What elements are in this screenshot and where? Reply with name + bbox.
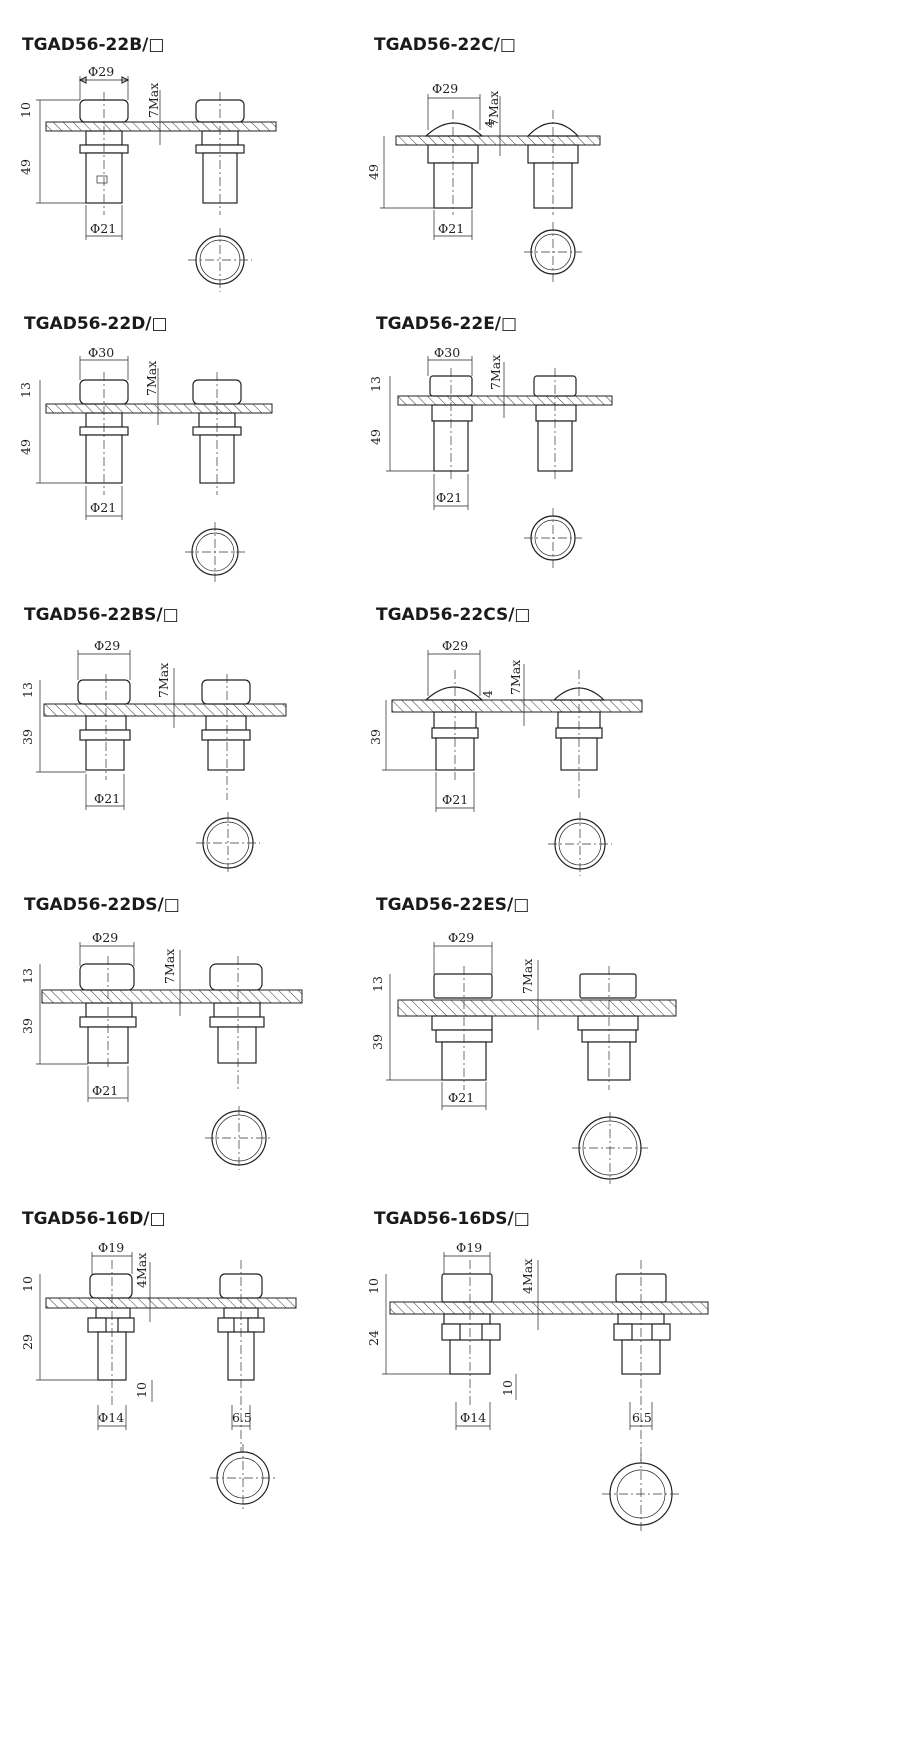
base-diameter-label: Φ21 — [90, 221, 116, 236]
body-height-label: 39 — [20, 1018, 35, 1034]
drawing-22c: TGAD56-22C/□ Φ29 49 4 7Max Φ21 — [366, 0, 900, 320]
base-diameter-label: Φ21 — [442, 792, 468, 807]
drawing-22es: TGAD56-22ES/□ Φ29 13 39 7Max Φ21 — [370, 895, 900, 1260]
panel-thickness-label: 4Max — [134, 1253, 149, 1288]
drawing-16d: TGAD56-16D/□ Φ19 10 29 4Max 10 Φ14 6.5 — [0, 1209, 420, 1763]
head-height-label: 13 — [368, 376, 383, 392]
body-height-label: 39 — [370, 1034, 385, 1050]
panel-thickness-label: 7Max — [144, 361, 159, 396]
panel-thickness-label: 7Max — [146, 83, 161, 118]
model-title: TGAD56-22B/□ — [22, 35, 164, 55]
model-title: TGAD56-22D/□ — [24, 314, 168, 334]
model-title: TGAD56-22CS/□ — [376, 605, 531, 625]
head-height-label: 13 — [20, 682, 35, 698]
head-height-label: 10 — [18, 102, 33, 118]
head-diameter-label: Φ30 — [88, 345, 114, 360]
model-title: TGAD56-16D/□ — [22, 1209, 166, 1229]
head-height-label: 4 — [480, 690, 495, 698]
head-diameter-label: Φ29 — [88, 64, 114, 79]
terminal-width-label: 6.5 — [232, 1410, 252, 1425]
head-height-label: 13 — [18, 382, 33, 398]
panel-thickness-label: 7Max — [486, 91, 501, 126]
drawing-22bs: TGAD56-22BS/□ Φ29 13 39 7Max Φ21 — [0, 600, 420, 930]
head-height-label: 13 — [370, 976, 385, 992]
panel-thickness-label: 4Max — [520, 1259, 535, 1294]
model-title: TGAD56-22BS/□ — [24, 605, 179, 625]
head-diameter-label: Φ29 — [92, 930, 118, 945]
head-diameter-label: Φ29 — [94, 638, 120, 653]
model-title: TGAD56-22C/□ — [374, 35, 516, 55]
drawing-22d: TGAD56-22D/□ Φ30 13 49 7Max Φ21 — [0, 300, 420, 600]
head-diameter-label: Φ19 — [98, 1240, 124, 1255]
head-height-label: 13 — [20, 968, 35, 984]
model-title: TGAD56-16DS/□ — [374, 1209, 530, 1229]
base-diameter-label: Φ14 — [98, 1410, 124, 1425]
drawing-22e: TGAD56-22E/□ Φ30 13 49 7Max Φ21 — [368, 300, 900, 600]
panel-thickness-label: 7Max — [488, 355, 503, 390]
drawing-22cs: TGAD56-22CS/□ Φ29 39 4 7Max Φ21 — [368, 600, 900, 930]
head-diameter-label: Φ29 — [432, 81, 458, 96]
panel-thickness-label: 7Max — [156, 663, 171, 698]
base-diameter-label: Φ21 — [448, 1090, 474, 1105]
head-diameter-label: Φ30 — [434, 345, 460, 360]
body-height-label: 24 — [366, 1330, 381, 1346]
model-title: TGAD56-22E/□ — [376, 314, 517, 334]
panel-thickness-label: 7Max — [508, 660, 523, 695]
pin-length-label: 10 — [134, 1382, 149, 1398]
base-diameter-label: Φ21 — [92, 1083, 118, 1098]
head-diameter-label: Φ29 — [442, 638, 468, 653]
base-diameter-label: Φ21 — [94, 791, 120, 806]
pin-length-label: 10 — [500, 1380, 515, 1396]
terminal-width-label: 6.5 — [632, 1410, 652, 1425]
model-title: TGAD56-22DS/□ — [24, 895, 180, 915]
panel-thickness-label: 7Max — [520, 959, 535, 994]
base-diameter-label: Φ14 — [460, 1410, 486, 1425]
head-height-label: 10 — [20, 1276, 35, 1292]
head-height-label: 10 — [366, 1278, 381, 1294]
panel-thickness-label: 7Max — [162, 949, 177, 984]
drawing-22ds: TGAD56-22DS/□ Φ29 13 39 7Max Φ21 — [0, 895, 420, 1260]
base-diameter-label: Φ21 — [90, 500, 116, 515]
body-height-label: 39 — [368, 729, 383, 745]
model-title: TGAD56-22ES/□ — [376, 895, 529, 915]
head-diameter-label: Φ29 — [448, 930, 474, 945]
body-height-label: 39 — [20, 729, 35, 745]
head-height-label: 4 — [482, 120, 497, 128]
drawing-22b: TGAD56-22B/□ Φ29 10 49 7Max Φ21 — [0, 0, 420, 320]
drawing-16ds: TGAD56-16DS/□ Φ19 10 24 4Max 10 Φ14 6.5 — [366, 1209, 900, 1763]
body-height-label: 29 — [20, 1334, 35, 1350]
body-height-label: 49 — [18, 159, 33, 175]
body-height-label: 49 — [368, 429, 383, 445]
body-height-label: 49 — [366, 164, 381, 180]
head-diameter-label: Φ19 — [456, 1240, 482, 1255]
base-diameter-label: Φ21 — [436, 490, 462, 505]
body-height-label: 49 — [18, 439, 33, 455]
base-diameter-label: Φ21 — [438, 221, 464, 236]
